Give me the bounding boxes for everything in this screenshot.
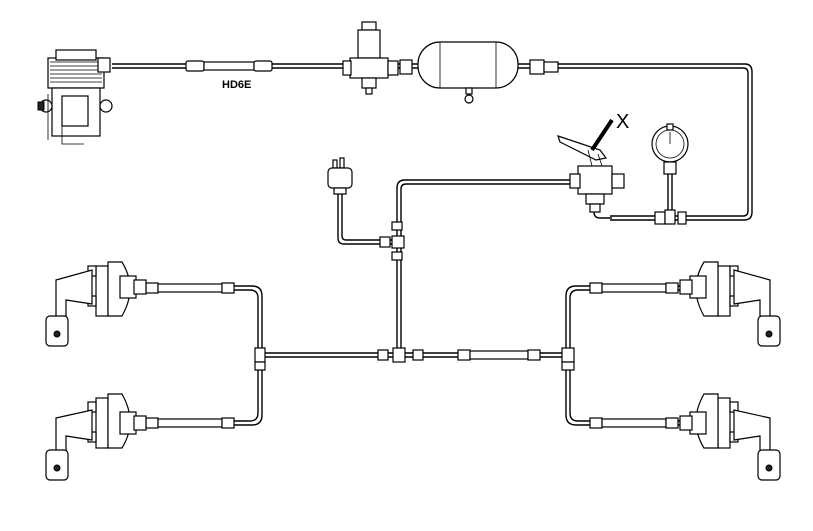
- relay-valve: [327, 157, 353, 195]
- left-front-slack-adjuster: [45, 269, 93, 347]
- hose-label: HD6E: [222, 79, 251, 91]
- right-front-brake-chamber: [679, 261, 739, 317]
- left-front-brake-hose: [145, 282, 235, 294]
- right-front-brake-hose: [589, 282, 679, 294]
- left-rear-brake-hose: [145, 417, 235, 429]
- left-rear-brake-chamber: [87, 393, 147, 449]
- air-lines: [112, 63, 753, 426]
- right-rear-brake-chamber: [679, 393, 739, 449]
- right-front-slack-adjuster: [733, 269, 781, 347]
- governor-valve: [342, 21, 413, 95]
- hoses: [145, 60, 679, 429]
- left-front-brake-chamber: [87, 261, 147, 317]
- callout-x-label: X: [616, 111, 629, 133]
- pressure-gauge: [651, 123, 689, 175]
- center-brake-hose: [457, 349, 541, 361]
- air-reservoir-tank: [417, 41, 559, 104]
- tee-fittings: [254, 209, 687, 371]
- callout-x: X: [590, 111, 629, 152]
- right-rear-brake-hose: [589, 417, 679, 429]
- left-rear-slack-adjuster: [45, 409, 93, 481]
- hd6e-hose: [185, 60, 273, 72]
- brake-treadle-valve: [557, 135, 625, 213]
- right-rear-slack-adjuster: [733, 409, 781, 481]
- air-compressor: [37, 49, 113, 145]
